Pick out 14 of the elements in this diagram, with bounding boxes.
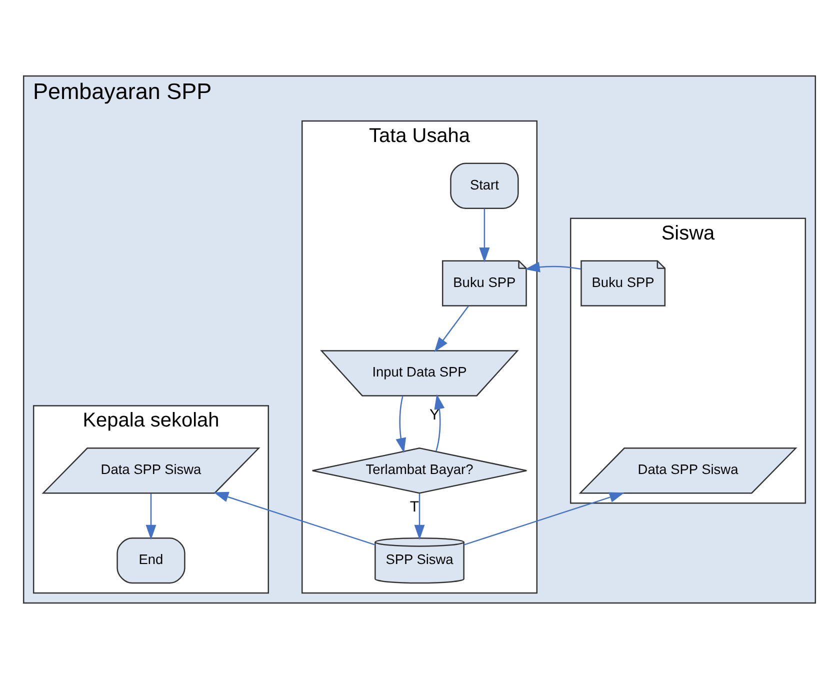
- arrow: [434, 306, 469, 352]
- edge-label: T: [410, 498, 420, 516]
- arrow: [434, 394, 445, 452]
- arrow: [396, 396, 406, 453]
- node-box: Start: [450, 162, 519, 209]
- arrow: [146, 493, 156, 540]
- node-diamond: Terlambat Bayar?: [312, 448, 528, 494]
- node-box: End: [116, 537, 186, 584]
- edge-label: Y: [429, 406, 440, 424]
- arrow: [414, 493, 425, 540]
- arrow: [464, 492, 624, 546]
- arrow: [479, 208, 490, 262]
- arrow: [524, 262, 581, 272]
- arrow: [214, 492, 376, 546]
